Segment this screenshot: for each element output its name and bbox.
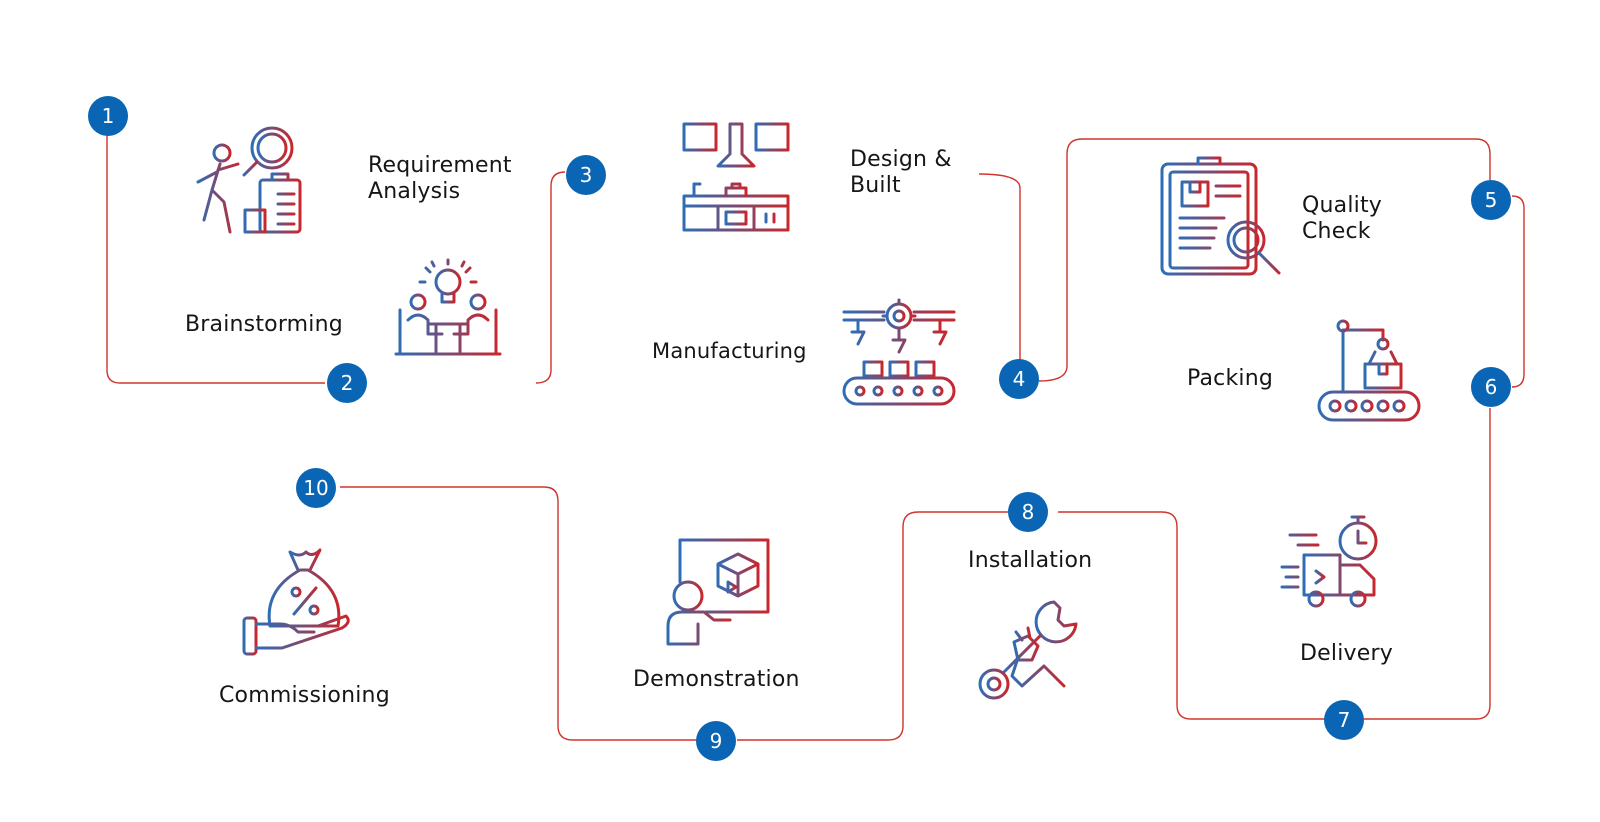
wrench-hand-icon	[978, 598, 1082, 702]
packing-robot-icon	[1317, 316, 1421, 424]
step-7-label: Delivery	[1300, 641, 1393, 666]
presentation-icon	[666, 538, 774, 648]
quality-check-icon	[1160, 154, 1284, 278]
step-4-label: Manufacturing	[652, 339, 807, 363]
kitchen-design-icon	[682, 122, 792, 234]
step-9-badge: 9	[696, 721, 736, 761]
step-10-label: Commissioning	[219, 683, 390, 708]
step-3-label: Design &Built	[850, 147, 952, 198]
step-9-label: Demonstration	[633, 667, 800, 692]
factory-robot-icon	[842, 298, 956, 408]
delivery-truck-icon	[1280, 515, 1390, 615]
step-4-badge: 4	[999, 359, 1039, 399]
money-bag-hand-icon	[242, 540, 366, 658]
step-5-badge: 5	[1471, 180, 1511, 220]
step-2-label: Brainstorming	[185, 312, 343, 337]
analysis-icon	[190, 120, 310, 240]
step-6-label: Packing	[1187, 366, 1274, 391]
step-1-badge: 1	[88, 96, 128, 136]
step-3-badge: 3	[566, 155, 606, 195]
step-6-badge: 6	[1471, 367, 1511, 407]
step-8-label: Installation	[968, 548, 1093, 573]
connector-path	[106, 135, 1525, 741]
step-8-badge: 8	[1008, 492, 1048, 532]
brainstorm-icon	[394, 258, 502, 360]
step-10-badge: 10	[296, 468, 336, 508]
step-2-badge: 2	[327, 363, 367, 403]
step-7-badge: 7	[1324, 700, 1364, 740]
